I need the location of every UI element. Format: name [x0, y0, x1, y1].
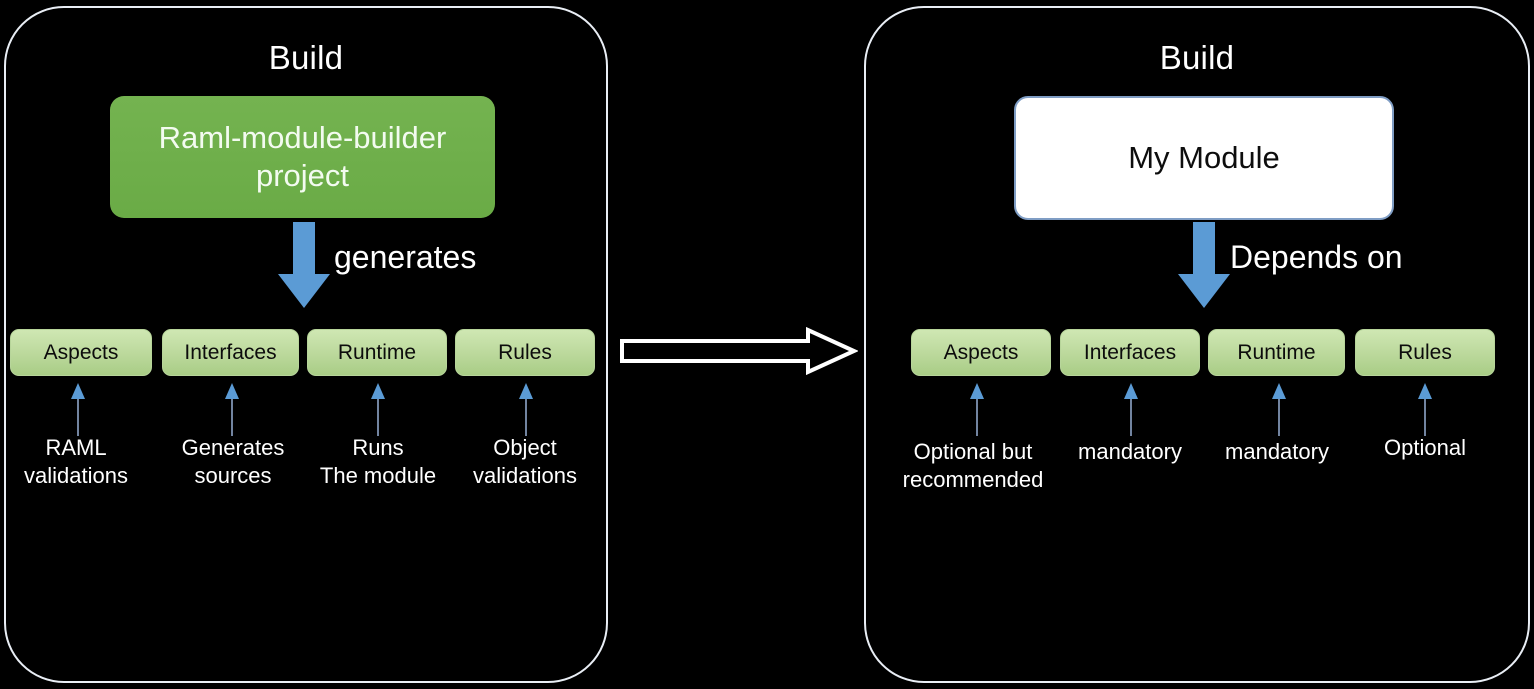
right-component-interfaces[interactable]: Interfaces: [1060, 329, 1200, 376]
left-note-runtime: Runs The module: [319, 435, 437, 488]
right-note-interfaces: mandatory: [1078, 439, 1182, 464]
my-module-box[interactable]: My Module: [1014, 96, 1394, 220]
left-connector-arrow-interfaces-icon: [225, 383, 239, 436]
generates-label: generates: [334, 239, 477, 275]
left-note-rules: Object validations: [473, 435, 577, 488]
left-component-rules[interactable]: Rules: [455, 329, 595, 376]
right-component-rules[interactable]: Rules: [1355, 329, 1495, 376]
depends-on-label: Depends on: [1230, 239, 1403, 275]
right-note-runtime: mandatory: [1225, 439, 1329, 464]
right-component-aspects[interactable]: Aspects: [911, 329, 1051, 376]
depends-on-down-block-arrow-icon: [1178, 222, 1230, 308]
right-connector-arrow-interfaces-icon: [1124, 383, 1138, 436]
left-connector-arrow-runtime-icon: [371, 383, 385, 436]
right-note-rules: Optional: [1384, 435, 1466, 460]
left-component-runtime[interactable]: Runtime: [307, 329, 447, 376]
right-component-runtime[interactable]: Runtime: [1208, 329, 1345, 376]
left-note-aspects: RAML validations: [24, 435, 128, 488]
left-connector-arrow-aspects-icon: [71, 383, 85, 436]
left-component-aspects[interactable]: Aspects: [10, 329, 152, 376]
right-connector-arrow-runtime-icon: [1272, 383, 1286, 436]
left-component-interfaces[interactable]: Interfaces: [162, 329, 299, 376]
raml-module-builder-box[interactable]: Raml-module-builder project: [110, 96, 495, 218]
left-connector-arrow-rules-icon: [519, 383, 533, 436]
right-panel-title: Build: [1159, 39, 1235, 76]
right-connector-arrow-aspects-icon: [970, 383, 984, 436]
bridge-right-block-arrow-icon: [620, 327, 858, 375]
left-panel-title: Build: [268, 39, 344, 76]
generates-down-block-arrow-icon: [278, 222, 330, 308]
right-connector-arrow-rules-icon: [1418, 383, 1432, 436]
right-note-aspects: Optional but recommended: [902, 439, 1044, 492]
left-note-interfaces: Generates sources: [181, 435, 285, 488]
